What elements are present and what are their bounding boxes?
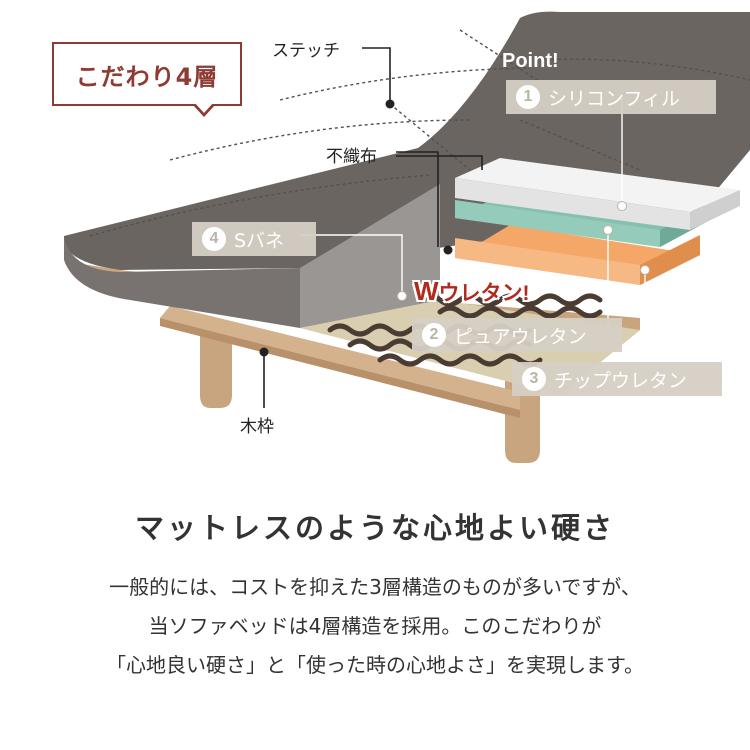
spring-dot bbox=[397, 291, 407, 301]
description-line-3: 「心地良い硬さ」と「使った時の心地よさ」を実現します。 bbox=[106, 653, 644, 677]
stitch-label: ステッチ bbox=[272, 41, 340, 61]
wood-frame-dot bbox=[259, 347, 269, 357]
layer-4-pill: 4 Sバネ bbox=[192, 222, 316, 256]
layer-4-number: 4 bbox=[202, 227, 226, 251]
layer-3-label: チップウレタン bbox=[554, 369, 688, 392]
layer-2-pill: 2 ピュアウレタン bbox=[412, 318, 622, 352]
description-line-1: 一般的には、コストを抑えた3層構造のものが多いですが、 bbox=[109, 575, 641, 599]
front-left-leg bbox=[200, 330, 232, 408]
layer-2-number: 2 bbox=[422, 323, 446, 347]
layer-4-label: Sバネ bbox=[234, 229, 285, 252]
layer-2-label: ピュアウレタン bbox=[454, 325, 587, 348]
wood-frame-rail bbox=[160, 306, 520, 410]
feature-badge: こだわり4層 bbox=[52, 42, 242, 106]
leader-lines bbox=[263, 47, 483, 408]
layer-1-number: 1 bbox=[516, 85, 540, 109]
description-line-2: 当ソファベッドは4層構造を採用。このこだわりが bbox=[148, 614, 602, 638]
pure-urethane-dot bbox=[603, 225, 613, 235]
silicone-fill-layer bbox=[455, 158, 740, 212]
silicone-dot bbox=[617, 201, 627, 211]
layer-3-pill: 3 チップウレタン bbox=[512, 362, 722, 396]
nonwoven-dot bbox=[443, 245, 453, 255]
layer-1-label: シリコンフィル bbox=[548, 87, 681, 110]
w-urethane-label: Wウレタン! bbox=[414, 276, 530, 306]
point-label: Point! bbox=[502, 50, 559, 72]
description: 一般的には、コストを抑えた3層構造のものが多いですが、 当ソファベッドは4層構造… bbox=[0, 568, 750, 685]
nonwoven-label: 不織布 bbox=[326, 147, 377, 167]
layer-3-number: 3 bbox=[522, 367, 546, 391]
stitch-dot bbox=[385, 99, 395, 109]
layer-1-pill: 1 シリコンフィル bbox=[506, 80, 716, 114]
feature-badge-text: こだわり4層 bbox=[75, 62, 219, 91]
headline: マットレスのような心地よい硬さ bbox=[134, 511, 615, 545]
stitch-lines bbox=[89, 29, 750, 237]
chip-urethane-dot bbox=[640, 265, 650, 275]
sofa-bed-illustration: こだわり4層 ステッチ 不織布 木枠 Point! 1 シリコンフィル 2 ピュ… bbox=[52, 11, 750, 463]
badge-pointer bbox=[192, 102, 216, 117]
wood-frame-label: 木枠 bbox=[240, 417, 274, 437]
